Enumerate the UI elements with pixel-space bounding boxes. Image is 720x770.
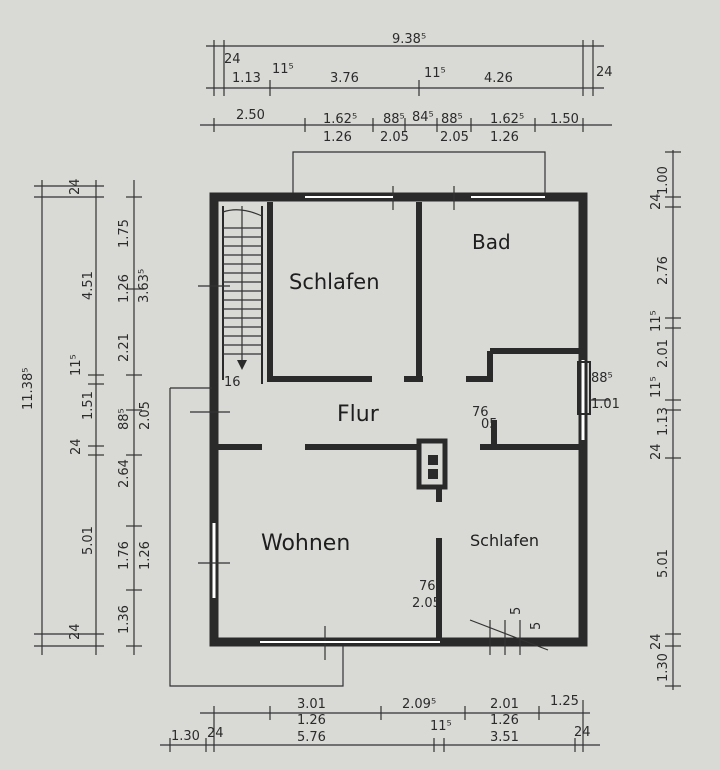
dim-top-115b: 11⁵ bbox=[424, 66, 446, 81]
dim-small-5a: 5 bbox=[509, 607, 524, 615]
dim-top-150: 1.50 bbox=[550, 112, 579, 127]
dim-left-501: 5.01 bbox=[81, 526, 96, 555]
dim-left-205: 2.05 bbox=[138, 401, 153, 430]
dim-right-115b: 11⁵ bbox=[649, 376, 664, 398]
dim-top-1625a: 1.62⁵ bbox=[323, 112, 357, 127]
dim-top-845: 84⁵ bbox=[412, 110, 434, 125]
total-depth-label: 11.38⁵ bbox=[21, 368, 36, 410]
dim-right-24b: 24 bbox=[649, 443, 664, 460]
dim-left-3635: 3.63⁵ bbox=[137, 269, 152, 303]
stair-count-label: 16 bbox=[224, 375, 241, 390]
dim-top-426: 4.26 bbox=[484, 71, 513, 86]
openings bbox=[190, 186, 591, 660]
dim-left-264: 2.64 bbox=[117, 459, 132, 488]
dim-bottom-126b: 1.26 bbox=[490, 713, 519, 728]
dim-top-113: 1.13 bbox=[232, 71, 261, 86]
dim-top-205b: 2.05 bbox=[440, 130, 469, 145]
dim-left-24b: 24 bbox=[69, 438, 84, 455]
dim-top-126b: 1.26 bbox=[490, 130, 519, 145]
dim-bottom-130: 1.30 bbox=[171, 729, 200, 744]
door-width-label-2: 76 bbox=[419, 579, 436, 594]
terrace-outline bbox=[169, 388, 344, 687]
dim-left-126b: 1.26 bbox=[138, 541, 153, 570]
dim-window-101: 1.01 bbox=[591, 397, 620, 412]
dim-left-175: 1.75 bbox=[117, 219, 132, 248]
dim-right-115a: 11⁵ bbox=[649, 310, 664, 332]
staircase bbox=[222, 206, 263, 384]
dim-bottom-301: 3.01 bbox=[297, 697, 326, 712]
dim-right-130: 1.30 bbox=[656, 653, 671, 682]
dim-window-885: 88⁵ bbox=[591, 371, 613, 386]
dim-right-24c: 24 bbox=[649, 633, 664, 650]
room-label-schlafen-top: Schlafen bbox=[289, 270, 380, 294]
dim-right-100: 1.00 bbox=[656, 166, 671, 195]
dim-top-885a: 88⁵ bbox=[383, 112, 405, 127]
door-width-label: 76 bbox=[472, 405, 489, 420]
chimney bbox=[416, 438, 448, 490]
balcony-outline bbox=[292, 151, 546, 193]
dim-right-276: 2.76 bbox=[656, 256, 671, 285]
dim-bottom-24a: 24 bbox=[207, 726, 224, 741]
dim-left-151: 1.51 bbox=[81, 391, 96, 420]
dim-right-113: 1.13 bbox=[656, 407, 671, 436]
dim-bottom-2095: 2.09⁵ bbox=[402, 697, 436, 712]
dim-small-5b: 5 bbox=[529, 622, 544, 630]
dim-bottom-576: 5.76 bbox=[297, 730, 326, 745]
dim-left-136: 1.36 bbox=[117, 605, 132, 634]
dim-left-221: 2.21 bbox=[117, 333, 132, 362]
dim-top-115a: 11⁵ bbox=[272, 62, 294, 77]
dim-bottom-126a: 1.26 bbox=[297, 713, 326, 728]
dim-bottom-125: 1.25 bbox=[550, 694, 579, 709]
dim-left-885: 88⁵ bbox=[117, 408, 132, 430]
left-dimensions: 11.38⁵ 24 4.51 11⁵ 1.51 24 5.01 24 1.75 … bbox=[21, 178, 153, 655]
dim-left-24a: 24 bbox=[68, 178, 83, 195]
dim-left-451: 4.51 bbox=[81, 271, 96, 300]
dim-left-24c: 24 bbox=[68, 623, 83, 640]
dim-left-115: 11⁵ bbox=[69, 354, 84, 376]
dim-top-24-right: 24 bbox=[596, 65, 613, 80]
room-label-wohnen: Wohnen bbox=[261, 531, 350, 556]
dim-right-201: 2.01 bbox=[656, 339, 671, 368]
dim-top-885b: 88⁵ bbox=[441, 112, 463, 127]
bottom-dimensions: 3.01 2.09⁵ 2.01 1.25 1.26 1.26 1.30 24 5… bbox=[160, 694, 600, 752]
dim-top-1625b: 1.62⁵ bbox=[490, 112, 524, 127]
dim-right-501: 5.01 bbox=[656, 549, 671, 578]
dim-top-250: 2.50 bbox=[236, 108, 265, 123]
dim-bottom-351: 3.51 bbox=[490, 730, 519, 745]
right-dimensions: 1.00 24 2.76 11⁵ 2.01 11⁵ 1.13 24 5.01 2… bbox=[509, 150, 681, 690]
room-label-bad: Bad bbox=[472, 230, 511, 254]
dim-right-24a: 24 bbox=[649, 193, 664, 210]
dim-top-376: 3.76 bbox=[330, 71, 359, 86]
top-dimensions: 9.38⁵ 24 1.13 11⁵ 3.76 11⁵ 4.26 24 2.50 … bbox=[200, 32, 613, 145]
total-width-label: 9.38⁵ bbox=[392, 32, 426, 47]
door-height-label-2: 2.05 bbox=[412, 596, 441, 611]
dim-left-176: 1.76 bbox=[117, 541, 132, 570]
dim-bottom-24b: 24 bbox=[574, 725, 591, 740]
room-label-flur: Flur bbox=[337, 402, 380, 427]
dim-top-24-left: 24 bbox=[224, 52, 241, 67]
dim-top-126a: 1.26 bbox=[323, 130, 352, 145]
dim-bottom-115: 11⁵ bbox=[430, 719, 452, 734]
door-height-label: 05 bbox=[481, 417, 498, 432]
dim-bottom-201: 2.01 bbox=[490, 697, 519, 712]
dim-left-126a: 1.26 bbox=[117, 274, 132, 303]
room-label-schlafen-bottom: Schlafen bbox=[470, 531, 539, 550]
dim-top-205a: 2.05 bbox=[380, 130, 409, 145]
